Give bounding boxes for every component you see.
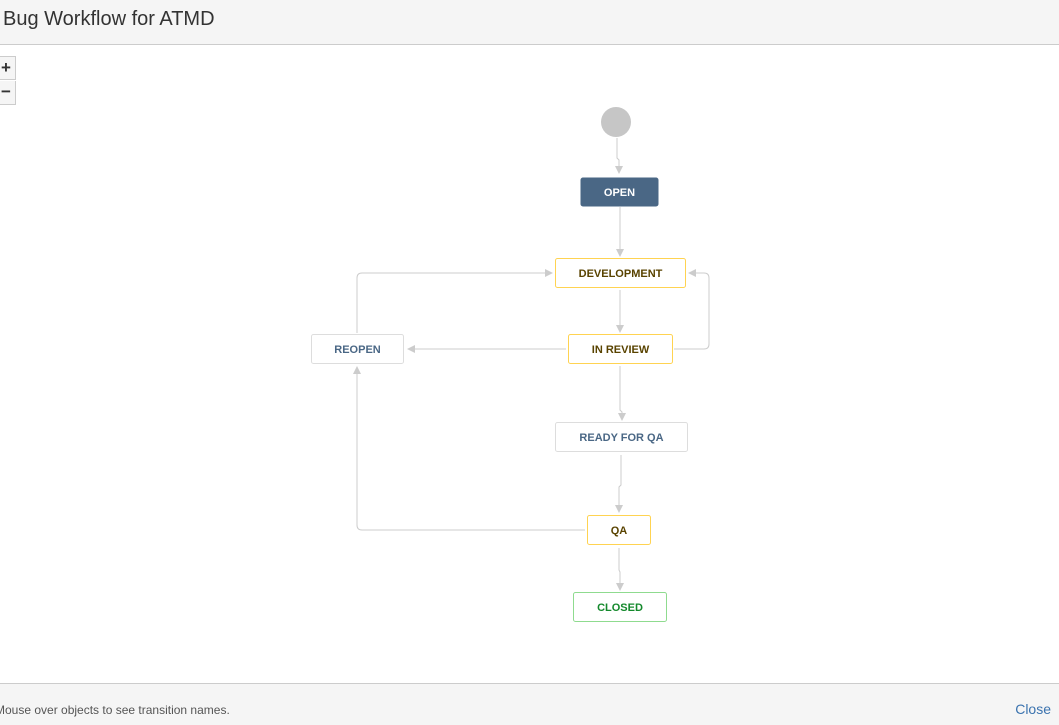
status-development[interactable]: DEVELOPMENT <box>555 258 686 288</box>
status-ready-for-qa-label: READY FOR QA <box>579 432 663 444</box>
transition-reopen-development <box>356 269 553 333</box>
status-in-review-label: IN REVIEW <box>592 344 650 356</box>
zoom-in-button[interactable]: + <box>0 56 16 80</box>
hint-text: Mouse over objects to see transition nam… <box>0 703 230 717</box>
transition-in-review-ready-for-qa <box>618 366 626 421</box>
zoom-out-button[interactable]: − <box>0 81 16 105</box>
transition-start-open <box>615 138 623 174</box>
status-reopen[interactable]: REOPEN <box>311 334 404 364</box>
close-link[interactable]: Close <box>1015 701 1051 717</box>
dialog-title: Bug Workflow for ATMD <box>3 8 215 30</box>
zoom-controls: + − <box>0 56 16 105</box>
status-open[interactable]: OPEN <box>580 177 659 207</box>
transition-ready-for-qa-qa <box>615 455 623 513</box>
status-ready-for-qa[interactable]: READY FOR QA <box>555 422 688 452</box>
status-qa-label: QA <box>611 525 628 537</box>
transition-qa-reopen <box>353 366 585 531</box>
dialog-footer: Mouse over objects to see transition nam… <box>0 683 1059 725</box>
dialog-header: Bug Workflow for ATMD <box>0 0 1059 45</box>
workflow-canvas[interactable]: OPEN DEVELOPMENT IN REVIEW REOPEN READY … <box>0 46 1059 683</box>
status-development-label: DEVELOPMENT <box>579 268 663 280</box>
status-reopen-label: REOPEN <box>334 344 381 356</box>
start-node <box>601 107 631 137</box>
status-in-review[interactable]: IN REVIEW <box>568 334 673 364</box>
status-closed[interactable]: CLOSED <box>573 592 667 622</box>
status-qa[interactable]: QA <box>587 515 651 545</box>
workflow-diagram: OPEN DEVELOPMENT IN REVIEW REOPEN READY … <box>311 107 710 622</box>
status-open-label: OPEN <box>604 187 635 199</box>
transition-in-review-development <box>674 269 710 350</box>
transition-qa-closed <box>616 548 624 591</box>
status-closed-label: CLOSED <box>597 602 643 614</box>
